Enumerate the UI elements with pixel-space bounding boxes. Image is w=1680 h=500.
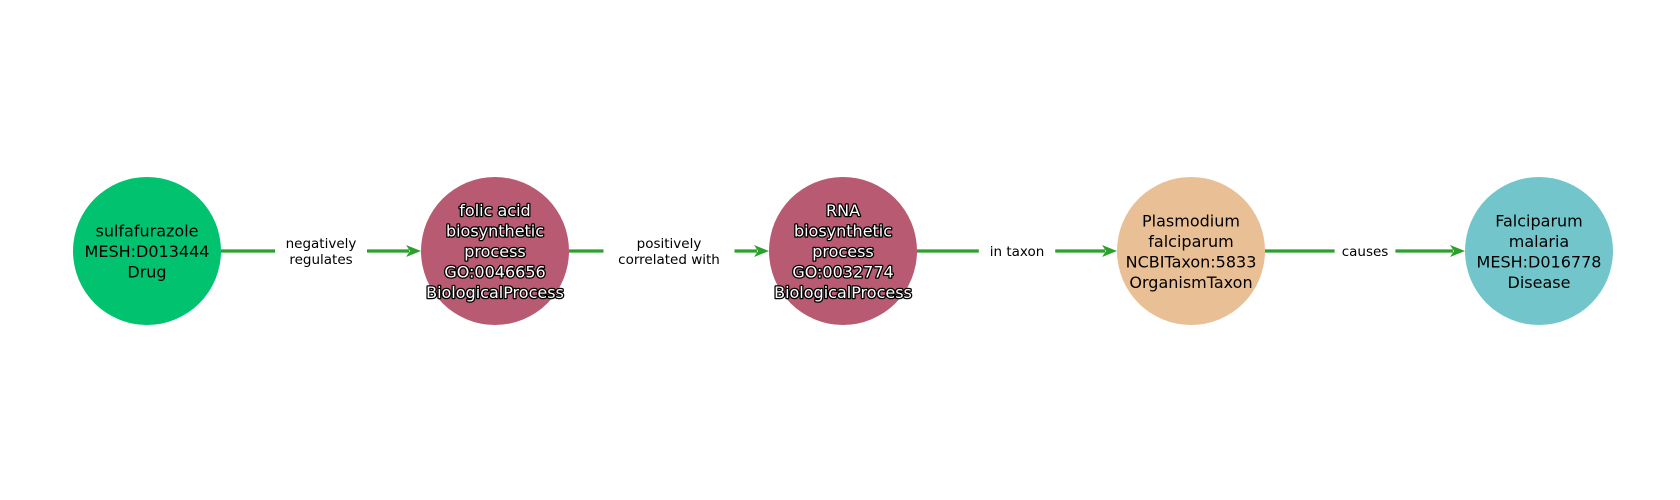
- node-circle: [769, 177, 917, 325]
- arrowhead-icon: [754, 245, 769, 257]
- node-label: folic acid: [459, 201, 530, 220]
- node-label: OrganismTaxon: [1129, 273, 1252, 292]
- node-folic-acid: folic acid biosyntheticprocessGO:0046656B…: [421, 177, 569, 325]
- node-label: biosynthetic: [794, 222, 892, 241]
- node-circle: [1117, 177, 1265, 325]
- node-label: Drug: [127, 263, 166, 282]
- node-circle: [421, 177, 569, 325]
- edge-label-text: correlated with: [618, 252, 720, 268]
- node-label: malaria: [1509, 232, 1569, 251]
- node-circle: [73, 177, 221, 325]
- edge-label-3: causes: [1334, 240, 1396, 262]
- node-label: falciparum: [1148, 232, 1233, 251]
- edge-label-text: positively: [637, 236, 702, 252]
- edge-label-text: causes: [1342, 244, 1389, 260]
- node-label: RNA: [826, 201, 860, 220]
- node-label: NCBITaxon:5833: [1126, 252, 1257, 271]
- arrowhead-icon: [406, 245, 421, 257]
- edge-label-text: negatively: [286, 236, 357, 252]
- node-label: GO:0046656: [444, 263, 545, 282]
- edge-label-background: [275, 232, 367, 270]
- node-label: MESH:D013444: [85, 242, 210, 261]
- node-label: sulfafurazole: [96, 222, 199, 241]
- node-plasmodium: Plasmodium falciparumNCBITaxon:5833Organi…: [1117, 177, 1265, 325]
- arrowhead-icon: [1450, 245, 1465, 257]
- node-rna: RNA biosyntheticprocessGO:0032774Biologic…: [769, 177, 917, 325]
- arrowhead-icon: [1102, 245, 1117, 257]
- edge-label-2: in taxon: [978, 240, 1056, 262]
- edge-label-background: [603, 232, 735, 270]
- node-circle: [1465, 177, 1613, 325]
- node-label: Falciparum: [1495, 211, 1583, 230]
- node-label: biosynthetic: [446, 222, 544, 241]
- node-label: BiologicalProcess: [774, 283, 912, 302]
- node-label: Plasmodium: [1142, 211, 1240, 230]
- edge-label-background: [978, 240, 1056, 262]
- node-label: MESH:D016778: [1477, 252, 1602, 271]
- node-label: BiologicalProcess: [426, 283, 564, 302]
- edge-label-text: regulates: [289, 252, 352, 268]
- node-label: Disease: [1508, 273, 1571, 292]
- node-label: process: [464, 242, 525, 261]
- node-label: process: [812, 242, 873, 261]
- node-label: GO:0032774: [792, 263, 893, 282]
- edge-label-background: [1334, 240, 1396, 262]
- edge-label-text: in taxon: [990, 244, 1045, 260]
